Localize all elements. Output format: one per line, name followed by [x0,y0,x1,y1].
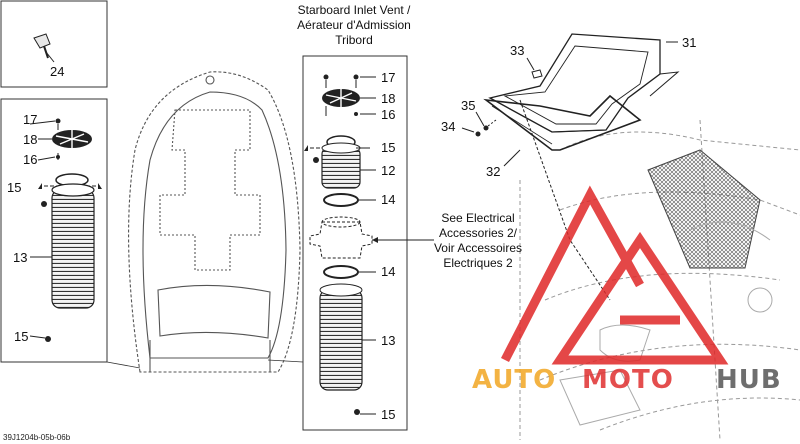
vent-cover-icon [322,74,360,116]
inset-part-24: 24 [0,0,108,88]
vent-cover-icon [52,118,92,160]
inset-title: Starboard Inlet Vent / Aérateur d'Admiss… [297,3,411,47]
background-grille [647,149,761,269]
flexible-hose-icon [51,183,95,309]
label-12: 12 [381,163,395,178]
watermark-part-1: AUTO [472,365,556,395]
label-14: 14 [381,192,395,207]
label-18: 18 [381,91,395,106]
storage-tray-icon [488,33,680,133]
label-17: 17 [23,112,37,127]
note-line-2: Accessories 2/ [439,226,518,240]
title-line-2: Aérateur d'Admission [297,18,411,32]
screw-icon [475,119,497,137]
connector-housing-icon [309,216,373,259]
right-leaders [461,41,678,301]
label-35: 35 [461,98,475,113]
triangle-logo-icon [500,185,729,365]
watermark-part-3: HUB [716,365,782,395]
label-15: 15 [7,180,21,195]
label-33: 33 [510,43,524,58]
watercraft-hull [128,71,301,373]
label-34: 34 [441,119,455,134]
drawing-code: 39J1204b-05b-06b [3,433,71,442]
title-line-3: Tribord [335,33,373,47]
bracket-icon [531,69,543,79]
watermark-part-2: MOTO [582,365,674,395]
label-16: 16 [23,152,37,167]
note-line-4: Electriques 2 [443,256,513,270]
label-13: 13 [13,250,27,265]
label-32: 32 [486,164,500,179]
cross-reference-note: See Electrical Accessories 2/ Voir Acces… [372,211,522,270]
tray-gasket-icon [483,94,642,151]
leader-lines [106,359,304,369]
title-line-1: Starboard Inlet Vent / [298,3,411,17]
label-24: 24 [50,64,64,79]
clip-fastener-icon [33,33,51,59]
label-15: 15 [381,140,395,155]
flexible-hose-icon [319,283,363,391]
label-14: 14 [381,264,395,279]
label-16: 16 [381,107,395,122]
label-17: 17 [381,70,395,85]
watermark-logo: AUTO MOTO HUB [472,185,782,395]
label-15: 15 [381,407,395,422]
label-13: 13 [381,333,395,348]
note-line-3: Voir Accessoires [434,241,522,255]
inset-center-vent: 17 18 16 15 12 14 14 13 15 [302,55,408,431]
label-31: 31 [682,35,696,50]
note-line-1: See Electrical [441,211,514,225]
label-18: 18 [23,132,37,147]
short-hose-icon [321,142,361,189]
label-15: 15 [14,329,28,344]
inset-left-vent: 17 18 16 15 13 15 [0,98,108,363]
